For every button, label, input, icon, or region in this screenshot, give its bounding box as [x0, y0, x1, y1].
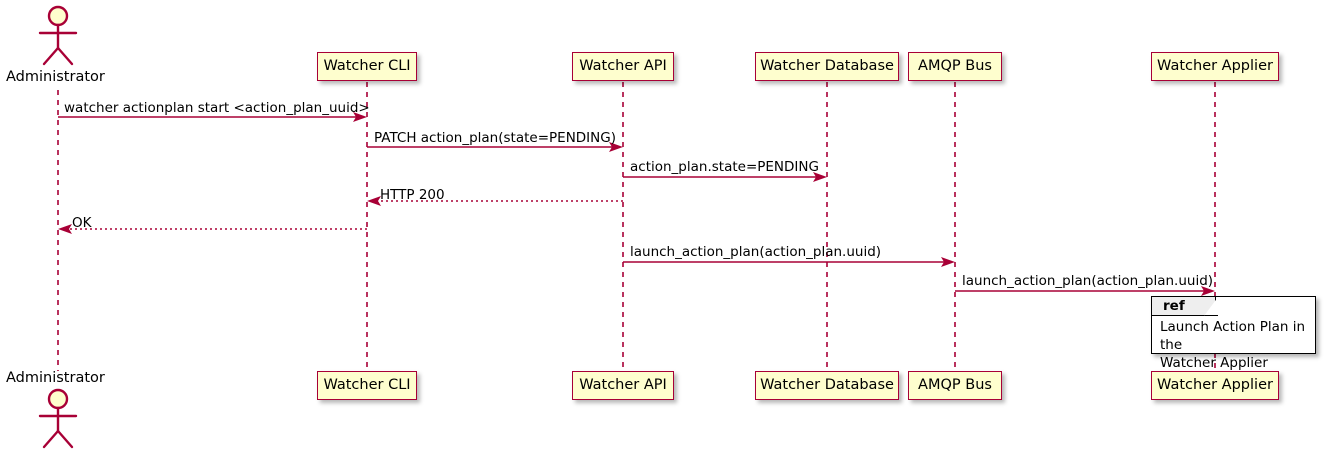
message-arrow-2 — [623, 172, 827, 182]
participant-label: AMQP Bus — [918, 377, 992, 394]
message-arrow-5 — [623, 257, 955, 267]
participant-box-watcher-api-bottom[interactable]: Watcher API — [572, 371, 674, 400]
message-label-4: OK — [72, 215, 92, 231]
participant-label: Watcher Database — [760, 58, 894, 75]
participant-box-watcher-api-top[interactable]: Watcher API — [572, 52, 674, 81]
actor-label-administrator-bottom: Administrator — [6, 370, 105, 386]
message-arrow-1 — [367, 142, 623, 152]
actor-label-administrator-top: Administrator — [6, 69, 105, 85]
participant-box-watcher-applier-top[interactable]: Watcher Applier — [1151, 52, 1279, 81]
participant-box-watcher-database-bottom[interactable]: Watcher Database — [755, 371, 899, 400]
participant-label: Watcher CLI — [323, 377, 411, 394]
ref-fragment-line-1: Launch Action Plan in the — [1160, 319, 1306, 353]
ref-fragment[interactable]: ref Launch Action Plan in the Watcher Ap… — [1151, 296, 1316, 371]
actor-administrator-top — [38, 5, 78, 66]
message-arrow-3 — [367, 196, 623, 206]
participant-label: Watcher API — [579, 58, 667, 75]
message-arrow-0 — [58, 112, 367, 122]
ref-fragment-header-label: ref — [1163, 298, 1185, 314]
participant-box-amqp-bus-bottom[interactable]: AMQP Bus — [908, 371, 1002, 400]
participant-box-watcher-cli-bottom[interactable]: Watcher CLI — [317, 371, 417, 400]
message-label-1: PATCH action_plan(state=PENDING) — [374, 130, 616, 146]
message-label-3: HTTP 200 — [380, 187, 445, 203]
ref-fragment-line-2: Watcher Applier — [1160, 354, 1268, 371]
participant-label: Watcher CLI — [323, 58, 411, 75]
message-arrow-6 — [955, 286, 1215, 296]
ref-fragment-body: Launch Action Plan in the Watcher Applie… — [1160, 319, 1309, 372]
ref-fragment-header: ref — [1152, 297, 1216, 316]
participant-label: Watcher Database — [760, 377, 894, 394]
participant-box-watcher-cli-top[interactable]: Watcher CLI — [317, 52, 417, 81]
participant-label: AMQP Bus — [918, 58, 992, 75]
participant-box-watcher-applier-bottom[interactable]: Watcher Applier — [1151, 371, 1279, 400]
message-arrow-4 — [58, 224, 367, 234]
participant-box-watcher-database-top[interactable]: Watcher Database — [755, 52, 899, 81]
message-label-6: launch_action_plan(action_plan.uuid) — [962, 273, 1214, 289]
actor-administrator-bottom — [38, 388, 78, 449]
participant-box-amqp-bus-top[interactable]: AMQP Bus — [908, 52, 1002, 81]
message-label-0: watcher actionplan start <action_plan_uu… — [64, 100, 370, 116]
message-label-5: launch_action_plan(action_plan.uuid) — [630, 244, 882, 260]
message-label-2: action_plan.state=PENDING — [630, 159, 819, 175]
participant-label: Watcher API — [579, 377, 667, 394]
participant-label: Watcher Applier — [1157, 58, 1273, 75]
participant-label: Watcher Applier — [1157, 377, 1273, 394]
